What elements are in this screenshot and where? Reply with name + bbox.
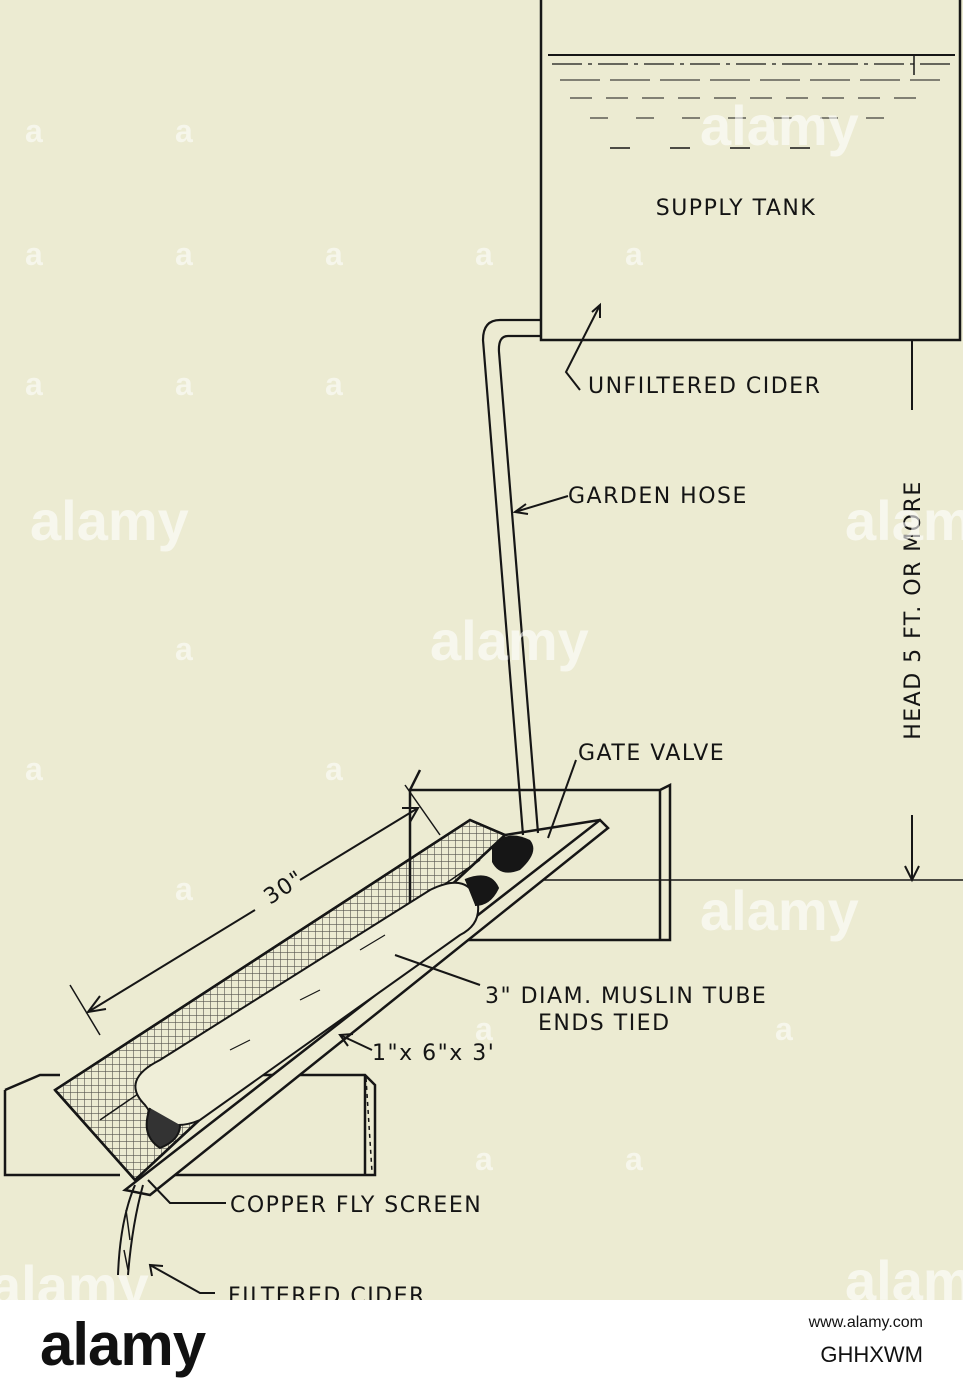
svg-text:a: a [175,631,193,667]
svg-text:a: a [175,236,193,272]
muslin-tube-leader [394,954,481,986]
svg-text:a: a [625,236,643,272]
head-dimension-line [540,340,963,883]
garden-hose-leader [512,495,569,515]
left-support-block [3,1073,377,1177]
image-id: GHHXWM [820,1342,923,1367]
unfiltered-cider-label: UNFILTERED CIDER [588,374,821,399]
gate-valve [492,759,577,873]
muslin-tube [134,875,500,1150]
gate-valve-label: GATE VALVE [578,741,725,766]
svg-text:a: a [475,1011,493,1047]
svg-text:a: a [325,366,343,402]
svg-text:alamy: alamy [845,1249,963,1300]
watermark: alamy alamy alamy alamy alamy alamy alam… [0,94,963,1300]
unfiltered-cider-leader [564,302,601,391]
svg-text:a: a [175,113,193,149]
footer-url: www.alamy.com [808,1314,923,1331]
muslin-tube-label-1: 3" DIAM. MUSLIN TUBE [485,984,767,1009]
svg-text:a: a [25,236,43,272]
svg-text:a: a [25,366,43,402]
svg-text:a: a [175,366,193,402]
board-label: 1"x 6"x 3' [372,1041,495,1066]
copper-screen-label: COPPER FLY SCREEN [230,1193,482,1218]
board-leader [338,1033,373,1051]
svg-text:a: a [325,751,343,787]
svg-text:alamy: alamy [0,1254,149,1300]
svg-text:a: a [25,113,43,149]
copper-screen-leader [147,1179,226,1204]
stock-footer: alamy www.alamy.com GHHXWM [0,1300,963,1390]
head-dimension-label: HEAD 5 FT. OR MORE [901,480,926,740]
filtered-cider-stream [117,1184,215,1294]
svg-text:a: a [475,236,493,272]
svg-text:a: a [175,871,193,907]
svg-text:a: a [625,1141,643,1177]
svg-text:alamy: alamy [700,879,859,942]
cider-filter-diagram: SUPPLY TANK UNFILTERED CIDER HEAD 5 FT. … [0,0,963,1300]
garden-hose-label: GARDEN HOSE [568,484,748,509]
svg-text:a: a [775,1011,793,1047]
svg-text:a: a [25,751,43,787]
svg-text:a: a [325,236,343,272]
svg-text:alamy: alamy [700,94,859,157]
svg-text:alamy: alamy [430,609,589,672]
muslin-tube-label-2: ENDS TIED [538,1011,671,1036]
filtered-cider-label: FILTERED CIDER [228,1284,426,1300]
supply-tank-label: SUPPLY TANK [656,196,817,221]
svg-text:alamy: alamy [30,489,189,552]
svg-text:a: a [475,1141,493,1177]
alamy-logo: alamy [40,1311,206,1378]
length-dimension [69,784,441,1036]
supply-tank [539,0,962,342]
svg-text:alamy: alamy [845,489,963,552]
garden-hose [481,318,541,836]
footer-info: www.alamy.com GHHXWM [809,1314,923,1368]
